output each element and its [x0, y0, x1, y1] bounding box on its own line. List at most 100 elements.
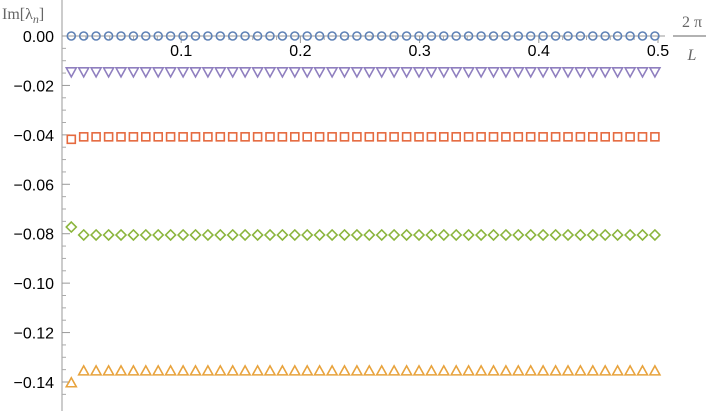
data-point	[549, 228, 562, 242]
data-point	[598, 67, 612, 79]
y-tick-label: 0.00	[23, 29, 54, 46]
data-point	[487, 67, 500, 79]
y-tick-label: −0.10	[14, 276, 55, 293]
data-point	[400, 228, 413, 242]
data-point	[213, 364, 227, 376]
data-point	[586, 228, 599, 242]
data-point	[164, 67, 177, 79]
data-point	[463, 31, 474, 41]
y-tick-label: −0.06	[14, 177, 55, 194]
data-point	[139, 67, 153, 79]
data-point	[476, 132, 486, 142]
data-point	[89, 364, 103, 376]
data-point	[387, 67, 401, 79]
data-point	[487, 228, 500, 242]
data-point	[586, 67, 600, 79]
data-point	[251, 67, 264, 79]
data-point	[65, 220, 78, 234]
data-point	[102, 228, 115, 242]
data-point	[301, 228, 314, 242]
data-point	[91, 31, 101, 41]
series-layer	[64, 31, 662, 388]
data-point	[226, 364, 240, 376]
data-point	[575, 31, 586, 41]
data-point	[536, 228, 550, 242]
data-point	[190, 31, 201, 41]
data-point	[226, 228, 239, 242]
data-point	[474, 228, 488, 242]
data-point	[563, 132, 573, 142]
data-point	[363, 228, 376, 242]
data-point	[350, 364, 364, 376]
data-point	[425, 364, 438, 376]
x-tick-label: 0.1	[170, 43, 192, 60]
data-point	[611, 364, 624, 376]
data-point	[178, 132, 188, 142]
data-point	[623, 228, 637, 242]
data-point	[263, 67, 277, 79]
data-point	[376, 31, 387, 41]
data-point	[364, 132, 375, 142]
y-tick-label: −0.12	[14, 326, 55, 343]
data-point	[302, 132, 312, 142]
data-point	[114, 228, 128, 242]
data-point	[524, 228, 537, 242]
series-square	[66, 132, 660, 145]
data-point	[227, 132, 238, 142]
y-tick-label: −0.02	[14, 78, 55, 95]
data-point	[338, 364, 351, 376]
data-point	[339, 132, 350, 142]
data-point	[462, 67, 475, 79]
data-point	[400, 67, 413, 79]
data-point	[561, 228, 575, 242]
data-point	[376, 132, 387, 142]
data-point	[214, 228, 227, 242]
data-point	[77, 228, 90, 242]
y-axis-label-subscript: n	[33, 12, 39, 26]
data-point	[203, 132, 213, 142]
x-tick-label: 0.3	[408, 43, 430, 60]
data-point	[598, 364, 612, 376]
data-point	[389, 31, 399, 41]
data-point	[474, 67, 488, 79]
data-point	[64, 376, 78, 388]
data-point	[288, 228, 301, 242]
data-point	[561, 364, 575, 376]
data-point	[511, 364, 525, 376]
data-point	[252, 31, 263, 41]
data-point	[400, 364, 413, 376]
data-point	[116, 31, 126, 41]
data-point	[325, 67, 339, 79]
x-axis-label-numerator: 2 π	[682, 14, 702, 31]
data-point	[176, 364, 190, 376]
data-point	[128, 132, 139, 142]
data-point	[387, 364, 401, 376]
data-point	[227, 31, 238, 41]
data-point	[426, 31, 437, 41]
data-point	[623, 67, 637, 79]
data-point	[66, 31, 77, 41]
data-point	[153, 31, 163, 41]
data-point	[238, 364, 252, 376]
x-axis-label-denominator: L	[687, 47, 697, 64]
data-point	[164, 228, 177, 242]
data-point	[511, 67, 525, 79]
data-point	[165, 132, 176, 142]
data-point	[636, 67, 649, 79]
data-point	[525, 31, 536, 41]
data-point	[140, 31, 151, 41]
data-point	[612, 132, 623, 142]
data-point	[426, 132, 437, 142]
data-point	[238, 67, 252, 79]
data-point	[201, 228, 215, 242]
data-point	[338, 228, 351, 242]
data-point	[451, 132, 461, 142]
data-point	[238, 228, 252, 242]
data-point	[536, 67, 550, 79]
data-point	[625, 132, 635, 142]
y-tick-label: −0.08	[14, 227, 55, 244]
data-point	[352, 31, 362, 41]
data-point	[288, 67, 302, 79]
data-point	[289, 132, 300, 142]
